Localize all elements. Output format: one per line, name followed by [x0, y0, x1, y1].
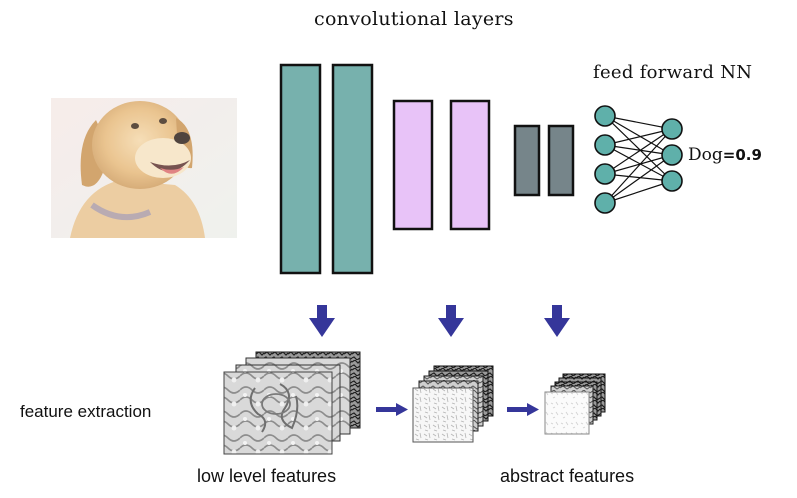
ffnn-title: feed forward NN: [593, 62, 753, 83]
network-edge: [604, 180, 673, 204]
network-edge: [604, 115, 673, 156]
conv-layer-pink-2: [449, 99, 491, 231]
conv-layers: [279, 63, 575, 275]
output-node: [661, 144, 683, 166]
low-level-feature-maps: [223, 351, 361, 455]
prediction-equals: =: [722, 146, 736, 164]
network-edge: [604, 128, 673, 204]
input-node: [594, 163, 616, 185]
low-level-features-label: low level features: [197, 466, 337, 486]
prediction-label: Dog=0.9: [688, 145, 762, 165]
input-node: [594, 134, 616, 156]
conv-layer-pink-1: [392, 99, 434, 231]
prediction-class: Dog: [688, 145, 723, 165]
network-edge: [604, 115, 673, 182]
conv-layer-gray-1: [513, 124, 541, 197]
conv-layer-teal-2: [331, 63, 374, 275]
input-node: [594, 192, 616, 214]
conv-layer-gray-2: [547, 124, 575, 197]
network-edge: [604, 173, 673, 182]
conv-layers-title: convolutional layers: [314, 8, 514, 30]
right-arrow-icon: [376, 403, 408, 416]
dog-photo: [51, 98, 237, 238]
network-edge: [604, 154, 673, 204]
prediction-probability: 0.9: [735, 146, 762, 164]
abstract-features-label: abstract features: [500, 466, 635, 486]
network-edge: [604, 115, 673, 130]
down-arrow-icon: [438, 305, 464, 337]
network-edge: [604, 128, 673, 175]
right-arrow-icon: [507, 403, 539, 416]
output-node: [661, 170, 683, 192]
network-edge: [604, 144, 673, 182]
input-node: [594, 105, 616, 127]
mid-level-feature-maps: [412, 365, 494, 443]
feature-extraction-label: feature extraction: [20, 402, 152, 421]
output-node: [661, 118, 683, 140]
abstract-feature-maps: [544, 373, 606, 435]
feed-forward-network: [594, 105, 683, 214]
conv-layer-teal-1: [279, 63, 322, 275]
down-arrow-icon: [309, 305, 335, 337]
network-edge: [604, 128, 673, 146]
network-edge: [604, 154, 673, 175]
down-arrow-icon: [544, 305, 570, 337]
network-edge: [604, 144, 673, 156]
